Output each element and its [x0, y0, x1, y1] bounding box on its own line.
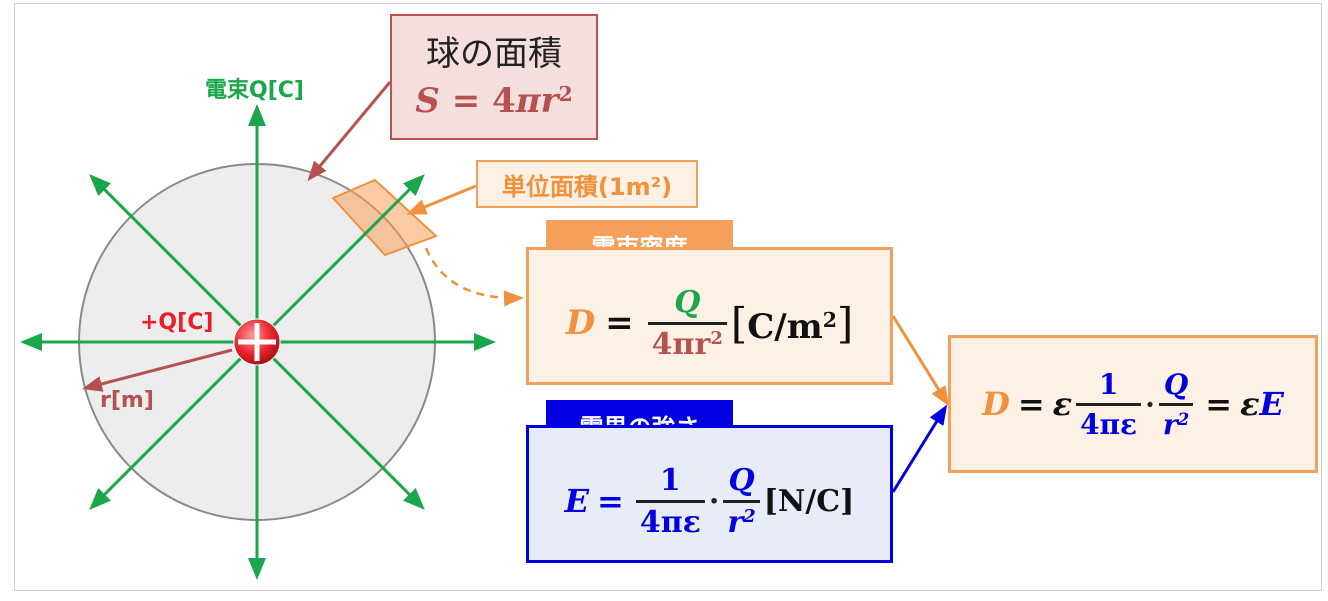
unit-area-pointer	[406, 184, 477, 215]
flux-label: 電束Q[C]	[205, 78, 304, 103]
sphere-area-title: 球の面積	[426, 34, 562, 74]
field-strength-E: E	[564, 482, 590, 520]
sphere-area-pointer	[307, 81, 392, 182]
flux-density-D: D	[565, 303, 596, 343]
charge-label: +Q[C]	[140, 310, 214, 335]
unit-area-patch	[331, 178, 438, 257]
radius-arrow	[82, 348, 233, 392]
field-strength-unit: [N/C]	[763, 483, 855, 519]
field-to-relation-arrow	[891, 404, 948, 493]
field-lines	[20, 104, 496, 580]
field-strength-box: E = 1 4πε · Q r2 [N/C]	[526, 425, 893, 563]
sphere-area-formula: S = 4πr2	[415, 81, 573, 121]
charge-symbol	[233, 318, 281, 366]
outer-frame	[14, 3, 1322, 591]
unit-area-label: 単位面積(1m²)	[476, 160, 698, 208]
flux-to-relation-arrow	[891, 315, 950, 407]
relation-D: D	[982, 385, 1010, 423]
radius-label: r[m]	[100, 388, 154, 413]
dashed-pointer	[424, 247, 524, 307]
sphere-area-box: 球の面積 S = 4πr2	[390, 14, 598, 140]
flux-density-unit: [C/m2]	[730, 298, 854, 348]
flux-density-box: D = Q 4πr2 [C/m2]	[526, 247, 893, 385]
flux-density-fraction: Q 4πr2	[647, 285, 727, 362]
relation-E: E	[1259, 385, 1284, 423]
